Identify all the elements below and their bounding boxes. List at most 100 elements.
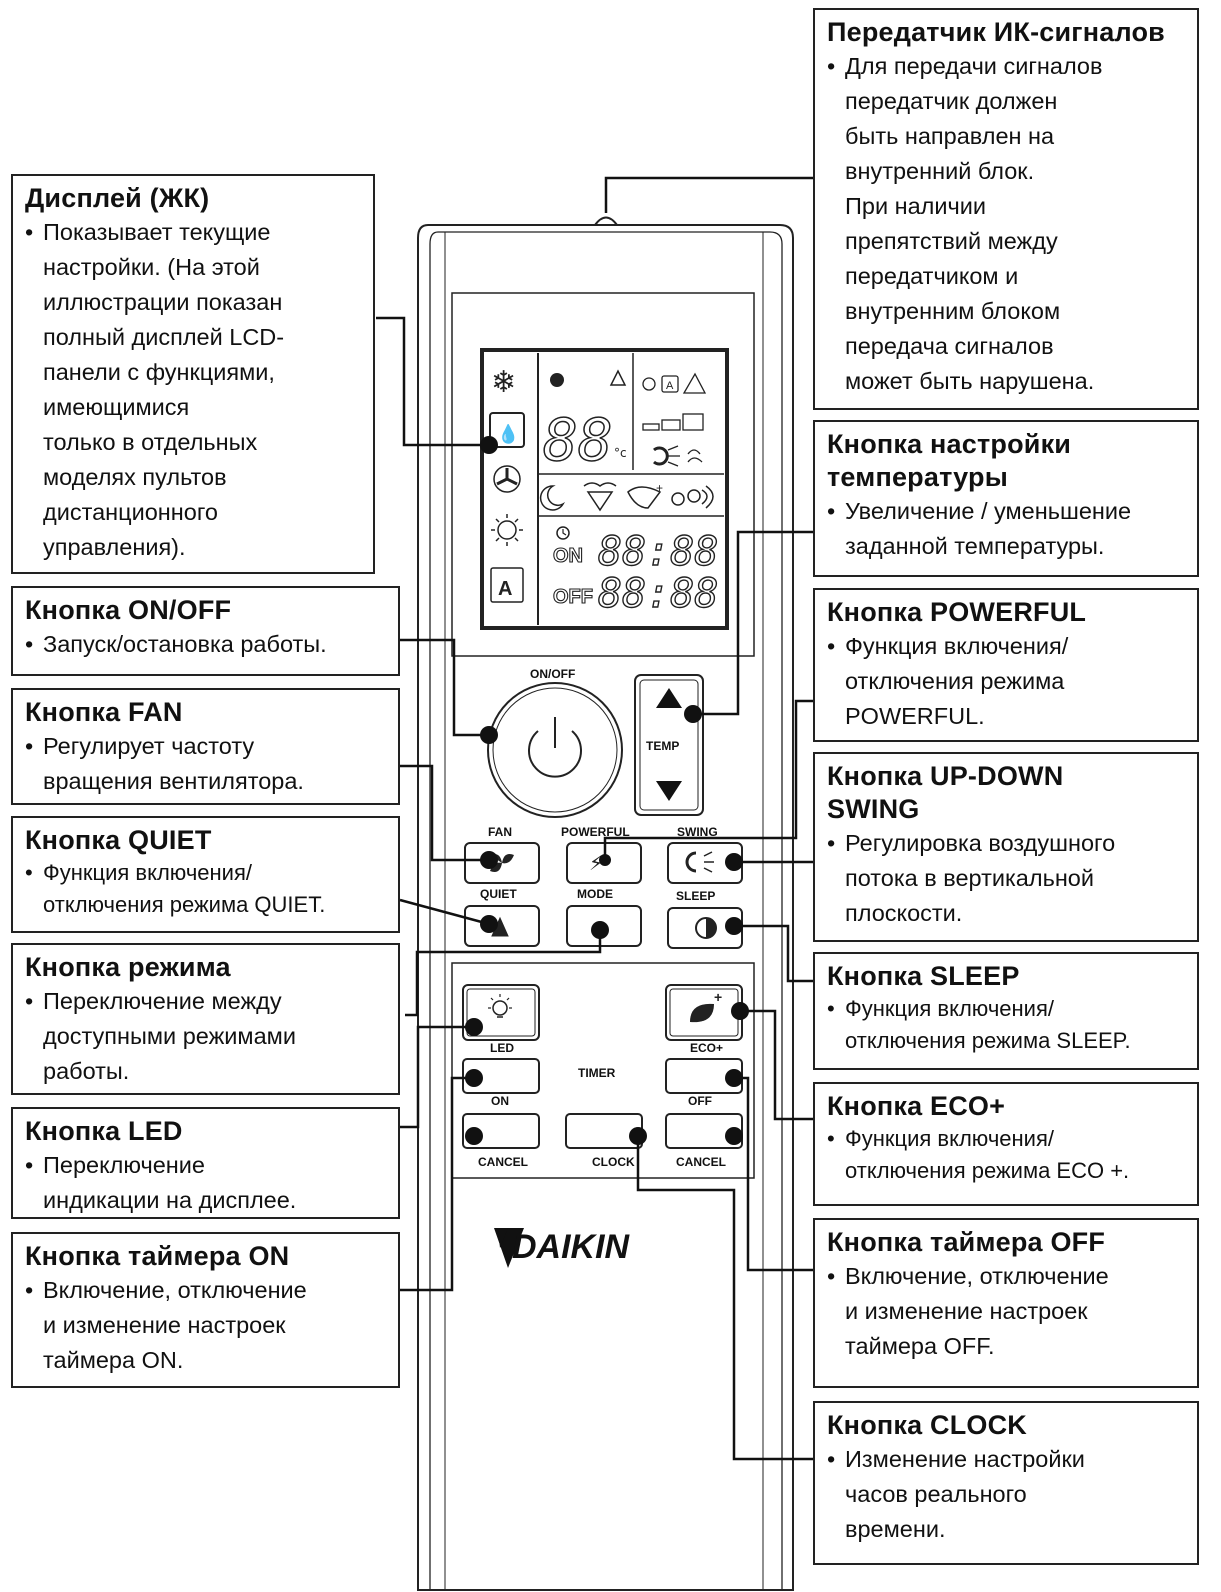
callout-eco: Кнопка ECO+ •Функция включения/ отключен… [813,1082,1199,1206]
callout-title: Кнопка QUIET [25,825,212,855]
callout-title: Кнопка таймера OFF [827,1227,1106,1257]
svg-text:ON/OFF: ON/OFF [530,667,575,681]
lcd-screen [480,348,729,630]
led-button[interactable] [462,984,540,1041]
timer-on-button[interactable] [462,1058,540,1094]
svg-text:OFF: OFF [553,586,593,608]
svg-text:+: + [656,481,663,495]
svg-text:TEMP: TEMP [646,739,679,753]
sun-icon [497,520,517,540]
eco-leaf-icon [690,1003,714,1023]
powerful-icon: ⚡ [589,851,603,875]
powerful-button[interactable]: ⚡ [566,842,642,884]
cancel-right-button[interactable] [665,1113,743,1149]
lcd-panel [451,292,755,657]
dry-icon [489,412,525,448]
lcd-temp-digits: 88 [543,406,613,474]
callout-desc: Регулировка воздушного потока в вертикал… [845,830,1116,926]
temp-button[interactable]: TEMP [634,674,704,816]
fan-mode-icon [493,465,521,493]
callout-title: Кнопка ECO+ [827,1091,1006,1121]
sleep-button[interactable] [667,907,743,949]
callout-timer-off: Кнопка таймера OFF •Включение, отключени… [813,1218,1199,1388]
svg-text:+: + [714,989,722,1005]
svg-text:CANCEL: CANCEL [478,1155,528,1169]
snowflake-icon: ❄ [491,365,516,400]
fan-button[interactable] [464,842,540,884]
callout-desc: Функция включения/ отключения режима QUI… [43,860,326,917]
callout-title: Кнопка CLOCK [827,1410,1028,1440]
callout-title: Кнопка ON/OFF [25,595,232,625]
callout-desc: Функция включения/ отключения режима SLE… [845,996,1131,1053]
callout-sleep: Кнопка SLEEP •Функция включения/ отключе… [813,952,1199,1070]
quiet-button[interactable] [464,905,540,947]
lcd-temp-area: 88 °c [542,369,627,475]
callout-timer-on: Кнопка таймера ON •Включение, отключение… [11,1232,400,1388]
callout-quiet: Кнопка QUIET •Функция включения/ отключе… [11,816,400,933]
eco-button[interactable]: + [665,984,743,1041]
svg-text:ECO+: ECO+ [690,1041,723,1055]
callout-title: Кнопка POWERFUL [827,597,1087,627]
svg-text:CANCEL: CANCEL [676,1155,726,1169]
lcd-time-on: 88:88 [598,529,718,575]
callout-swing: Кнопка UP-DOWN SWING •Регулировка воздуш… [813,752,1199,942]
callout-title: Кнопка SLEEP [827,961,1020,991]
callout-desc: Запуск/остановка работы. [43,631,327,657]
svg-text:QUIET: QUIET [480,887,517,901]
callout-desc: Включение, отключение и изменение настро… [43,1277,307,1373]
clock-button[interactable] [565,1113,643,1149]
svg-text:SWING: SWING [677,825,718,839]
svg-text:ON: ON [553,545,583,567]
callout-led: Кнопка LED •Переключение индикации на ди… [11,1107,400,1219]
svg-text:POWERFUL: POWERFUL [561,825,630,839]
clock-icon [556,526,570,540]
lcd-mode-icons: ❄ 💧 A [489,365,525,603]
mode-button[interactable] [566,905,642,947]
callout-fan: Кнопка FAN •Регулирует частоту вращения … [11,688,400,805]
callout-ir-transmitter: Передатчик ИК-сигналов •Для передачи сиг… [813,8,1199,410]
callout-desc: Для передачи сигналов передатчик должен … [845,53,1103,394]
callout-desc: Переключение между доступными режимами р… [43,988,296,1084]
callout-title: Передатчик ИК-сигналов [827,17,1165,47]
callout-desc: Регулирует частоту вращения вентилятора. [43,733,304,794]
cancel-left-button[interactable] [462,1113,540,1149]
callout-desc: Функция включения/ отключения режима ECO… [845,1126,1130,1183]
svg-text:OFF: OFF [688,1094,712,1108]
svg-text:MODE: MODE [577,887,613,901]
callout-desc: Включение, отключение и изменение настро… [845,1263,1109,1359]
svg-text:ON: ON [491,1094,509,1108]
svg-text:A: A [498,578,512,600]
callout-onoff: Кнопка ON/OFF •Запуск/остановка работы. [11,586,400,676]
svg-text:DAIKIN: DAIKIN [512,1228,631,1266]
daikin-logo: DAIKIN [494,1228,631,1268]
swing-button[interactable] [667,842,743,884]
lcd-timer-area: ON OFF 88:88 88:88 [552,526,719,618]
svg-text:°c: °c [614,446,627,460]
onoff-button[interactable] [487,682,623,818]
svg-text:TIMER: TIMER [578,1066,616,1080]
callout-title: Дисплей (ЖК) [25,183,210,213]
auto-icon [490,567,524,603]
callout-desc: Изменение настройки часов реального врем… [845,1446,1085,1542]
callout-title: Кнопка FAN [25,697,183,727]
callout-title: Кнопка UP-DOWN SWING [827,761,1064,824]
callout-title: Кнопка настройки температуры [827,429,1072,492]
callout-display: Дисплей (ЖК) •Показывает текущие настрой… [11,174,375,574]
leaf-icon [627,486,662,509]
lcd-function-icons: + [539,481,714,512]
svg-text:💧: 💧 [497,423,519,445]
lcd-fan-speed: A [642,372,707,467]
callout-desc: Увеличение / уменьшение заданной темпера… [845,498,1132,559]
svg-text:SLEEP: SLEEP [676,889,715,903]
callout-title: Кнопка режима [25,952,231,982]
callout-title: Кнопка таймера ON [25,1241,290,1271]
timer-off-button[interactable] [665,1058,743,1094]
power-icon [528,730,582,778]
callout-temp: Кнопка настройки температуры •Увеличение… [813,420,1199,577]
callout-desc: Функция включения/ отключения режима POW… [845,633,1069,729]
svg-text:LED: LED [490,1041,514,1055]
callout-title: Кнопка LED [25,1116,183,1146]
callout-clock: Кнопка CLOCK •Изменение настройки часов … [813,1401,1199,1565]
callout-desc: Переключение индикации на дисплее. [43,1152,297,1213]
lcd-time-off: 88:88 [598,571,718,617]
